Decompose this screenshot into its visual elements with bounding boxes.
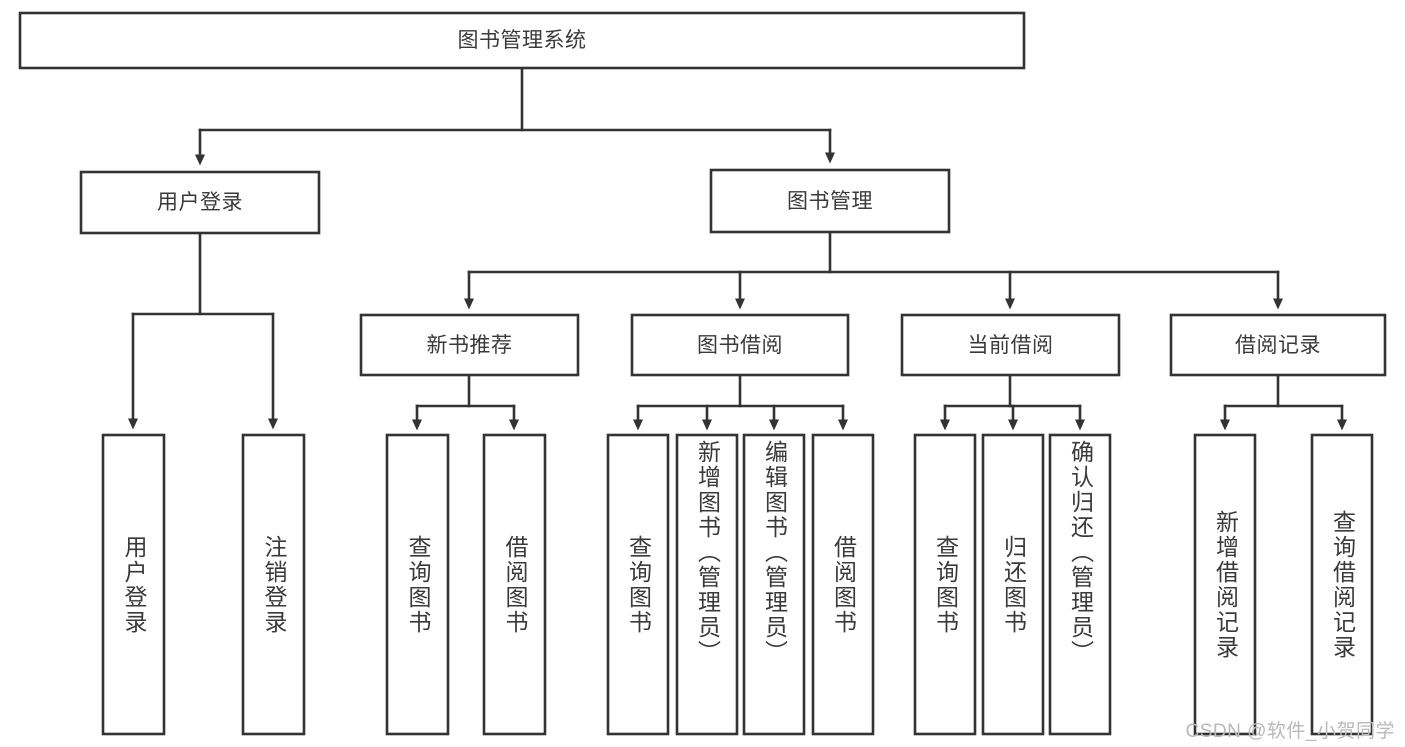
node-box-leaf-query-borrow-record[interactable] <box>1310 433 1374 736</box>
node-box-book-management[interactable] <box>709 168 951 234</box>
node-box-leaf-user-login[interactable] <box>101 433 166 736</box>
edge-group-borrow-record <box>1220 373 1347 431</box>
node-box-root[interactable] <box>18 11 1026 70</box>
node-box-leaf-borrow-book-recommend[interactable] <box>482 433 547 736</box>
node-box-leaf-query-book-current[interactable] <box>913 433 977 736</box>
node-box-user-login[interactable] <box>79 170 321 235</box>
node-box-current-borrow[interactable] <box>900 313 1121 377</box>
node-box-leaf-add-book[interactable] <box>675 433 739 736</box>
node-box-new-book-recommend[interactable] <box>359 313 580 377</box>
edge-group-user-login <box>128 231 278 430</box>
node-box-leaf-add-borrow-record[interactable] <box>1193 433 1257 736</box>
edge-group-book-borrow <box>633 373 848 431</box>
node-box-leaf-confirm-return[interactable] <box>1048 433 1112 736</box>
node-box-leaf-query-book-recommend[interactable] <box>385 433 450 736</box>
csdn-watermark: CSDN @软件_小贺同学 <box>1185 721 1395 742</box>
node-box-leaf-user-logout[interactable] <box>241 433 306 736</box>
edge-group-new-book-recommend <box>412 373 519 431</box>
edge-group-current-borrow <box>940 373 1085 431</box>
edge-group-book-management <box>464 230 1283 310</box>
node-box-borrow-record[interactable] <box>1169 313 1387 377</box>
edge-group-root <box>195 66 835 166</box>
node-box-book-borrow[interactable] <box>630 313 850 377</box>
node-box-leaf-query-book-borrow[interactable] <box>606 433 670 736</box>
node-box-leaf-edit-book[interactable] <box>742 433 806 736</box>
node-box-leaf-return-book[interactable] <box>981 433 1045 736</box>
node-box-leaf-borrow-book[interactable] <box>811 433 875 736</box>
